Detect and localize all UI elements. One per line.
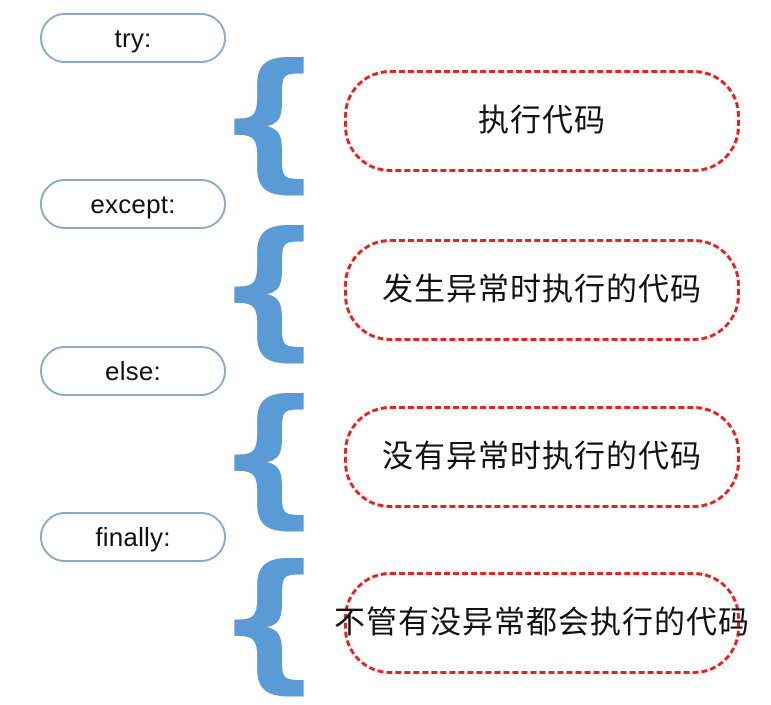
curly-brace-icon-finally: {: [215, 533, 323, 705]
code-block-try[interactable]: 执行代码: [344, 70, 740, 172]
curly-brace-icon-except: {: [215, 200, 323, 375]
keyword-pill-else[interactable]: else:: [40, 346, 226, 396]
curly-brace-icon-else: {: [215, 368, 323, 543]
code-block-except[interactable]: 发生异常时执行的代码: [344, 239, 740, 341]
keyword-label: try:: [114, 23, 152, 53]
keyword-label: else:: [105, 356, 161, 386]
code-block-else[interactable]: 没有异常时执行的代码: [344, 406, 740, 508]
code-block-label: 没有异常时执行的代码: [382, 438, 702, 474]
keyword-pill-finally[interactable]: finally:: [40, 512, 226, 562]
keyword-pill-try[interactable]: try:: [40, 13, 226, 63]
code-block-label: 执行代码: [478, 102, 606, 138]
code-block-finally[interactable]: 不管有没异常都会执行的代码: [334, 572, 749, 674]
keyword-label: except:: [90, 189, 176, 219]
code-block-label: 发生异常时执行的代码: [382, 271, 702, 307]
code-block-label: 不管有没异常都会执行的代码: [334, 604, 750, 640]
keyword-pill-except[interactable]: except:: [40, 179, 226, 229]
keyword-label: finally:: [95, 522, 171, 552]
curly-brace-icon-try: {: [215, 32, 323, 207]
